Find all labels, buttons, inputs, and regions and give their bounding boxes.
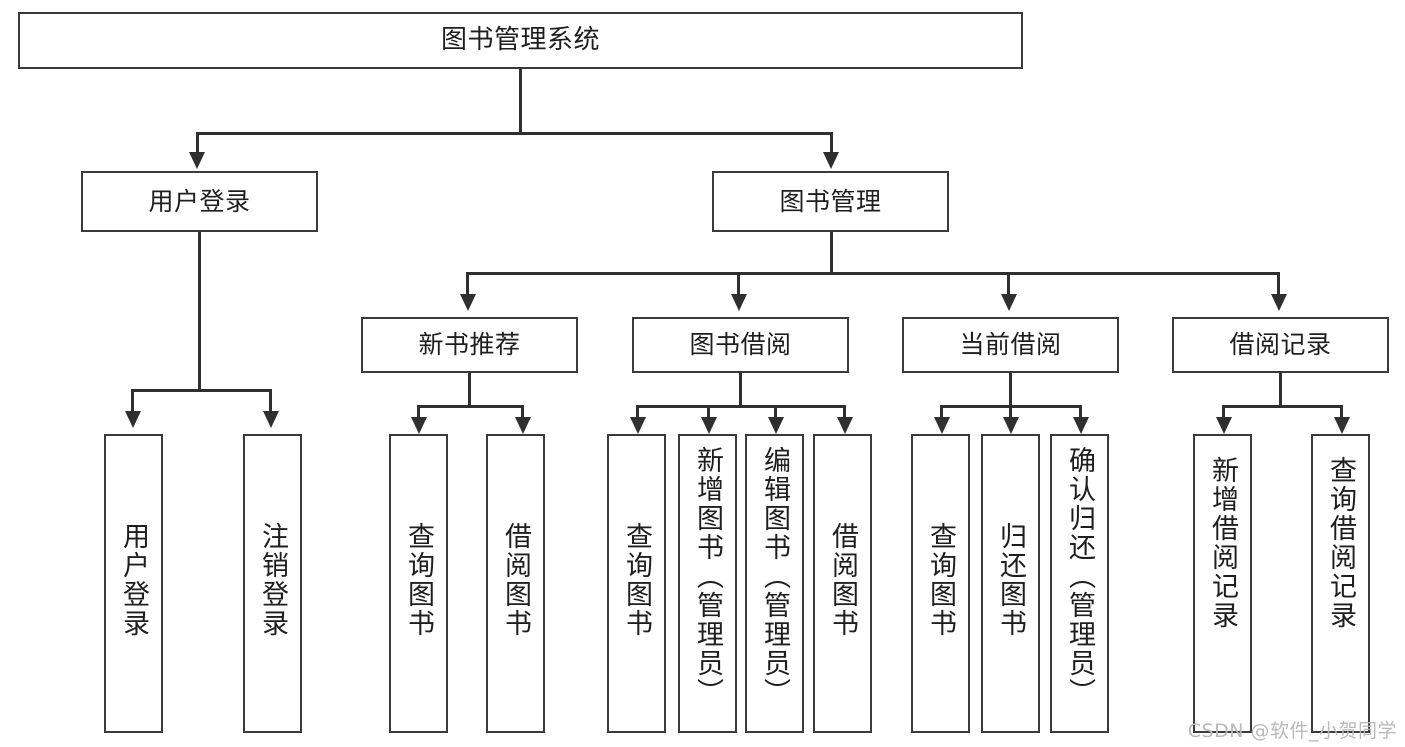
leaf-query-book-current[interactable]: 查询图书 [911,434,970,733]
node-label: 归还图书 [995,522,1026,638]
arrowhead-leaf-query-record [1334,417,1350,434]
arrowhead-leaf-logout [263,411,279,428]
node-root-system[interactable]: 图书管理系统 [18,12,1023,69]
node-label: 新增借阅记录 [1207,456,1238,630]
connector-book-borrow-drop-3 [774,405,777,419]
connector-new-book-bus [417,405,521,408]
arrowhead-leaf-borrow-book-1 [515,417,531,434]
arrowhead-book-mgmt [823,152,839,169]
node-label: 查询图书 [403,522,434,638]
node-book-management[interactable]: 图书管理 [712,171,949,232]
connector-book-borrow-drop-1 [636,405,639,419]
connector-book-mgmt-drop-4 [1277,272,1280,296]
connector-borrow-record-stem [1279,373,1282,407]
node-label: 借阅图书 [827,522,858,638]
node-borrow-record[interactable]: 借阅记录 [1172,317,1389,373]
arrowhead-leaf-add-record [1216,417,1232,434]
node-current-borrow[interactable]: 当前借阅 [902,317,1119,373]
connector-new-book-stem [468,373,471,407]
connector-current-borrow-stem [1009,373,1012,407]
connector-book-borrow-drop-2 [707,405,710,419]
node-label: 查询图书 [925,522,956,638]
node-label: 借阅图书 [500,522,531,638]
arrowhead-leaf-user-login [125,411,141,428]
connector-borrow-record-drop-2 [1340,405,1343,419]
node-label: 查询借阅记录 [1325,456,1356,630]
leaf-add-borrow-record[interactable]: 新增借阅记录 [1193,434,1252,733]
node-label: 查询图书 [621,522,652,638]
connector-user-login-stem [198,232,201,391]
leaf-query-borrow-record[interactable]: 查询借阅记录 [1311,434,1370,733]
connector-new-book-drop-1 [417,405,420,419]
leaf-user-login[interactable]: 用户登录 [104,434,163,733]
node-label: 图书管理 [779,186,882,216]
arrowhead-leaf-query-book-3 [934,417,950,434]
leaf-query-book-new[interactable]: 查询图书 [389,434,448,733]
leaf-query-book-borrow[interactable]: 查询图书 [607,434,666,733]
connector-book-mgmt-bus [466,272,1280,275]
connector-book-borrow-bus [636,405,843,408]
watermark-text: CSDN @软件_小贺同学 [1187,720,1397,742]
connector-user-login-bus [131,389,269,392]
arrowhead-leaf-query-book-2 [630,417,646,434]
connector-borrow-record-drop-1 [1222,405,1225,419]
arrowhead-leaf-add-book [701,417,717,434]
arrowhead-new-book-rec [460,294,476,311]
node-label: 新书推荐 [418,330,521,360]
arrowhead-leaf-return-book [1003,417,1019,434]
connector-current-borrow-drop-1 [940,405,943,419]
leaf-edit-book-admin[interactable]: 编辑图书（管理员） [745,434,804,733]
connector-book-mgmt-drop-3 [1007,272,1010,296]
arrowhead-leaf-confirm-return [1073,417,1089,434]
connector-borrow-record-bus [1222,405,1340,408]
node-label: 确认归还（管理员） [1064,446,1095,707]
arrowhead-current-borrow [1001,294,1017,311]
arrowhead-leaf-query-book-1 [411,417,427,434]
arrowhead-user-login [189,152,205,169]
connector-book-borrow-stem [739,373,742,407]
connector-book-mgmt-drop-1 [466,272,469,296]
node-label: 注销登录 [257,522,288,638]
node-label: 图书管理系统 [440,25,600,56]
connector-new-book-drop-2 [521,405,524,419]
connector-root-bus [196,132,833,135]
node-label: 编辑图书（管理员） [759,446,790,707]
connector-current-borrow-drop-3 [1079,405,1082,419]
node-book-borrow[interactable]: 图书借阅 [632,317,849,373]
node-label: 当前借阅 [959,330,1062,360]
connector-root-stem [519,69,522,134]
leaf-confirm-return-admin[interactable]: 确认归还（管理员） [1050,434,1109,733]
leaf-borrow-book[interactable]: 借阅图书 [813,434,872,733]
arrowhead-leaf-borrow-book-2 [837,417,853,434]
connector-current-borrow-drop-2 [1009,405,1012,419]
node-label: 借阅记录 [1229,330,1332,360]
node-label: 用户登录 [118,522,149,638]
connector-root-to-book-mgmt [830,132,833,154]
connector-book-mgmt-stem [830,232,833,274]
node-label: 图书借阅 [689,330,792,360]
arrowhead-borrow-record [1271,294,1287,311]
connector-user-login-drop-2 [269,389,272,413]
leaf-borrow-book-new[interactable]: 借阅图书 [486,434,545,733]
node-user-login[interactable]: 用户登录 [81,171,318,232]
arrowhead-leaf-edit-book [768,417,784,434]
connector-book-mgmt-drop-2 [737,272,740,296]
connector-root-to-user-login [196,132,199,154]
connector-user-login-drop-1 [131,389,134,413]
node-label: 用户登录 [148,186,251,216]
leaf-return-book[interactable]: 归还图书 [981,434,1040,733]
leaf-add-book-admin[interactable]: 新增图书（管理员） [678,434,737,733]
connector-book-borrow-drop-4 [843,405,846,419]
node-label: 新增图书（管理员） [692,446,723,707]
leaf-logout[interactable]: 注销登录 [243,434,302,733]
node-new-book-recommend[interactable]: 新书推荐 [361,317,578,373]
arrowhead-book-borrow [731,294,747,311]
